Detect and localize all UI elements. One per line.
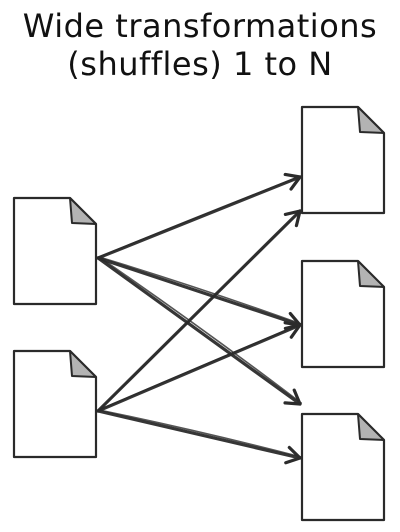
edge-stroke bbox=[98, 323, 302, 411]
source-doc-2-fold bbox=[69, 350, 97, 378]
edge-source-doc-1-to-target-doc-1 bbox=[96, 172, 302, 260]
arrowhead bbox=[283, 321, 302, 339]
title-line-1: Wide transformations bbox=[22, 7, 378, 45]
edge-source-doc-1-to-target-doc-2 bbox=[96, 256, 302, 331]
edge-stroke bbox=[96, 256, 302, 406]
edges-layer bbox=[96, 172, 302, 465]
target-doc-1-fold bbox=[357, 106, 385, 134]
target-doc-1 bbox=[300, 105, 386, 215]
source-doc-2-page bbox=[12, 349, 98, 459]
source-doc-1-page bbox=[12, 196, 98, 306]
target-doc-2-page bbox=[300, 259, 386, 369]
target-doc-3 bbox=[300, 412, 386, 522]
target-doc-3-page bbox=[300, 412, 386, 522]
arrowhead bbox=[283, 172, 302, 191]
edge-stroke bbox=[98, 409, 302, 458]
target-doc-1-page bbox=[300, 105, 386, 215]
target-doc-3-fold bbox=[357, 413, 385, 441]
title-line-2: (shuffles) 1 to N bbox=[67, 45, 333, 83]
edge-source-doc-1-to-target-doc-3 bbox=[96, 256, 302, 406]
edge-source-doc-2-to-target-doc-2 bbox=[96, 321, 302, 413]
target-doc-2 bbox=[300, 259, 386, 369]
arrowhead bbox=[283, 209, 302, 228]
arrowhead bbox=[284, 445, 302, 465]
source-doc-2 bbox=[12, 349, 98, 459]
documents-layer bbox=[12, 105, 386, 522]
edge-source-doc-2-to-target-doc-3 bbox=[96, 409, 302, 465]
edge-stroke bbox=[98, 256, 302, 325]
edge-stroke bbox=[98, 209, 302, 411]
arrowhead bbox=[283, 388, 302, 406]
target-doc-2-fold bbox=[357, 260, 385, 288]
edge-stroke bbox=[98, 175, 302, 258]
source-doc-1 bbox=[12, 196, 98, 306]
edge-stroke bbox=[98, 256, 302, 404]
edge-stroke bbox=[96, 409, 302, 460]
edge-source-doc-2-to-target-doc-1 bbox=[96, 209, 302, 413]
edge-stroke bbox=[96, 256, 302, 327]
source-doc-1-fold bbox=[69, 197, 97, 225]
